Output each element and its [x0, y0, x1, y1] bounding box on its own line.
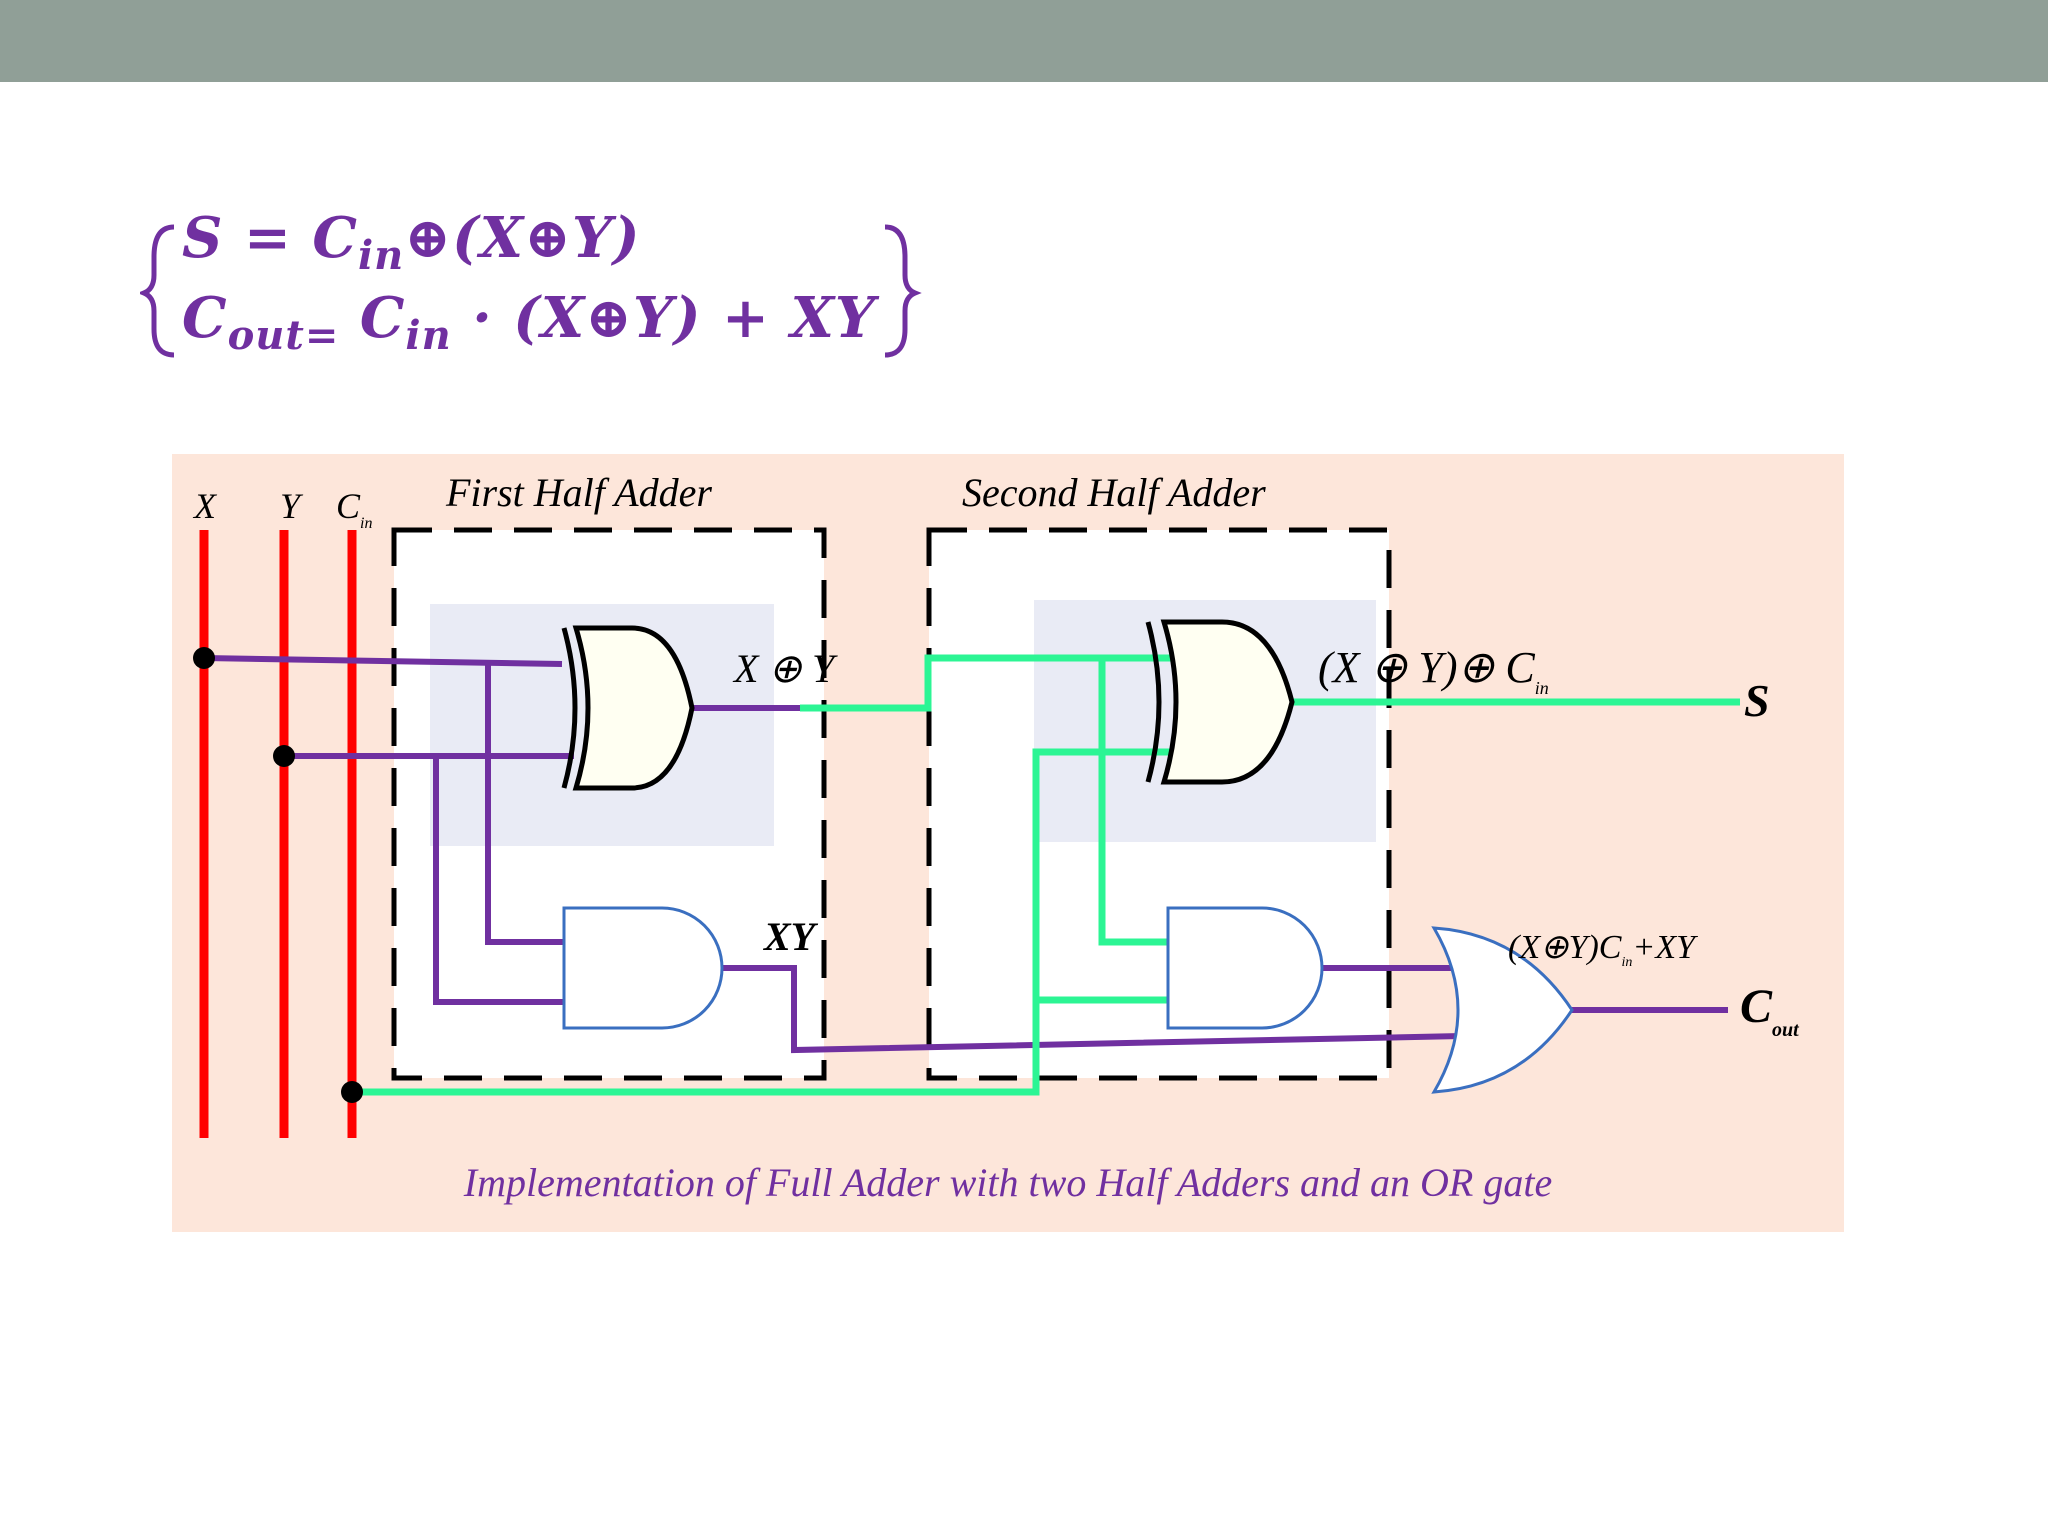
label-or-input-main: (X⊕Y)C [1508, 929, 1622, 966]
label-or-input-tail: +XY [1632, 929, 1698, 966]
label-cin: Cin [336, 486, 372, 532]
label-cout-sub: out [1772, 1019, 1800, 1041]
equation-braces [140, 224, 922, 358]
carry-equation: Cout= Cin · (X⊕Y) + XY [182, 285, 876, 359]
label-sum-out: S [1744, 675, 1770, 726]
label-xor1-out: X ⊕ Y [732, 646, 838, 691]
right-brace [884, 224, 922, 358]
wire-xor1-to-xor2 [800, 654, 1172, 712]
eq-cin2-sub: in [405, 312, 452, 359]
label-xor2-sub: in [1535, 678, 1549, 698]
eq-s: S [182, 205, 224, 271]
xor1-back-curve [561, 627, 578, 789]
left-brace [140, 224, 175, 358]
eq-sum-rest: ⊕(X⊕Y) [404, 205, 641, 271]
eq-cin-sub: in [357, 232, 405, 279]
eq-cin: C [312, 205, 358, 271]
junction-x [193, 647, 215, 669]
xor2-back-curve [1145, 621, 1162, 783]
eq-carry-rest: · (X⊕Y) + XY [451, 285, 876, 351]
wire-x-to-and1 [485, 664, 564, 945]
wire-and1-out [716, 965, 1463, 1054]
label-cin-sub: in [360, 515, 372, 532]
full-adder-circuit: X Y Cin First Half Adder Second Half Add… [192, 470, 1800, 1205]
xor-gate-1 [561, 625, 695, 791]
xor1-body [572, 625, 695, 791]
green-wires [352, 654, 1740, 1096]
junction-y [273, 745, 295, 767]
label-second-half-adder: Second Half Adder [962, 470, 1266, 515]
label-and1-out: XY [762, 914, 819, 959]
junction-cin [341, 1081, 363, 1103]
circuit-panel: X Y Cin First Half Adder Second Half Add… [172, 454, 1844, 1232]
label-cin-main: C [336, 486, 361, 526]
eq-c: C [182, 285, 228, 351]
and-gate-2 [1166, 906, 1324, 1030]
eq-cin2: C [339, 285, 406, 351]
label-or-input-sub: in [1622, 955, 1633, 970]
label-or-input: (X⊕Y)Cin+XY [1508, 929, 1698, 970]
diagram-caption: Implementation of Full Adder with two Ha… [463, 1160, 1552, 1205]
slide-header-bar [0, 0, 2048, 82]
xor-gate-2 [1145, 619, 1295, 785]
label-xor2-main: (X ⊕ Y)⊕ C [1318, 643, 1535, 692]
xor2-body [1160, 619, 1295, 785]
or-body [1431, 926, 1574, 1094]
full-adder-equations: S = Cin⊕(X⊕Y) Cout= Cin · (X⊕Y) + XY [140, 205, 930, 375]
and-gate-1 [562, 906, 724, 1030]
label-carry-out: Cout [1740, 980, 1800, 1041]
label-cout-main: C [1740, 980, 1773, 1033]
label-first-half-adder: First Half Adder [445, 470, 712, 515]
label-xor2-out: (X ⊕ Y)⊕ Cin [1318, 643, 1549, 698]
wire-x-to-xor1 [203, 655, 563, 667]
purple-wires [203, 655, 1728, 1054]
or-gate [1431, 926, 1574, 1094]
eq-cout-sub: out= [227, 312, 340, 359]
wire-y-to-and1 [433, 756, 564, 1005]
wire-cin-route [352, 748, 1172, 1096]
label-y: Y [280, 486, 304, 526]
sum-equation: S = Cin⊕(X⊕Y) [182, 205, 641, 279]
eq-equals: = [223, 205, 313, 271]
label-x: X [192, 486, 218, 526]
